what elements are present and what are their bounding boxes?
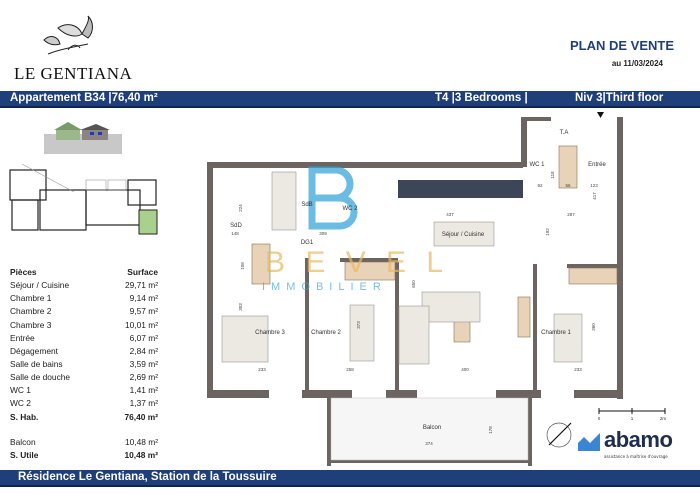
kitchen-counter bbox=[398, 180, 523, 198]
building-elevation-thumbnail bbox=[44, 122, 122, 154]
brand-name: LE GENTIANA bbox=[14, 64, 133, 83]
watermark-brand: B E V E L bbox=[265, 246, 449, 279]
apartment-info-band: Appartement B34 |76,40 m² T4 |3 Bedrooms… bbox=[0, 91, 700, 108]
svg-text:224: 224 bbox=[238, 204, 243, 212]
room-label-chambre3: Chambre 3 bbox=[255, 330, 285, 336]
scale-1: 1 bbox=[631, 416, 634, 421]
room-label-ta: T.A bbox=[560, 130, 569, 136]
room-label-sdd: SdD bbox=[230, 223, 242, 229]
room-label-balcon: Balcon bbox=[423, 425, 441, 431]
building-floor-key-plan bbox=[9, 163, 158, 235]
room-label-wc1: WC 1 bbox=[530, 162, 546, 168]
north-compass-icon bbox=[546, 422, 572, 448]
svg-text:123: 123 bbox=[590, 183, 598, 188]
scale-2m: 2m bbox=[660, 416, 667, 421]
plan-date: au 11/03/2024 bbox=[611, 59, 663, 68]
svg-text:192: 192 bbox=[545, 228, 550, 236]
gentian-flower-logo bbox=[43, 15, 93, 55]
furniture bbox=[251, 145, 618, 343]
apartment-label: Appartement B34 |76,40 m² bbox=[10, 92, 158, 104]
room-label-entree: Entrée bbox=[588, 162, 606, 168]
apartment-level: Niv 3|Third floor bbox=[575, 92, 664, 104]
svg-text:56: 56 bbox=[565, 183, 571, 188]
plan-title: PLAN DE VENTE bbox=[569, 38, 674, 53]
svg-text:178: 178 bbox=[488, 426, 493, 434]
abamo-mark-icon bbox=[578, 433, 600, 451]
svg-text:258: 258 bbox=[346, 367, 354, 372]
walls bbox=[207, 117, 623, 466]
room-label-chambre1: Chambre 1 bbox=[541, 330, 571, 336]
col-surface: Surface bbox=[127, 267, 158, 277]
svg-text:287: 287 bbox=[567, 212, 575, 217]
svg-text:400: 400 bbox=[461, 367, 469, 372]
col-rooms: Pièces bbox=[10, 267, 37, 277]
room-label-chambre2: Chambre 2 bbox=[311, 330, 341, 336]
footer-address: Résidence Le Gentiana, Station de la Tou… bbox=[18, 471, 277, 483]
svg-text:303: 303 bbox=[238, 303, 243, 311]
surface-table-header: Pièces Surface bbox=[10, 266, 158, 279]
svg-text:360: 360 bbox=[591, 323, 596, 331]
svg-text:373: 373 bbox=[356, 321, 361, 329]
svg-text:233: 233 bbox=[258, 367, 266, 372]
abamo-name: abamo bbox=[604, 427, 673, 452]
svg-text:92: 92 bbox=[537, 183, 543, 188]
footer-band: Résidence Le Gentiana, Station de la Tou… bbox=[0, 470, 700, 487]
apartment-type: T4 |3 Bedrooms | bbox=[435, 92, 528, 104]
svg-text:309: 309 bbox=[319, 231, 327, 236]
entrance-arrow-icon bbox=[597, 112, 604, 118]
svg-text:108: 108 bbox=[240, 262, 245, 270]
room-label-sejour: Séjour / Cuisine bbox=[442, 232, 485, 238]
svg-text:233: 233 bbox=[574, 367, 582, 372]
svg-text:437: 437 bbox=[446, 212, 454, 217]
svg-text:148: 148 bbox=[231, 231, 239, 236]
scale-0: 0 bbox=[598, 416, 601, 421]
svg-text:118: 118 bbox=[550, 171, 555, 179]
room-label-wc2: WC 2 bbox=[343, 206, 359, 212]
abamo-tagline: assistance à maîtrise d'ouvrage bbox=[604, 454, 668, 459]
room-label-sdb: SdB bbox=[301, 202, 312, 208]
svg-text:374: 374 bbox=[425, 441, 433, 446]
beds-sofas bbox=[221, 171, 583, 365]
total-hab-row: S. Hab.76,40 m² bbox=[10, 411, 158, 422]
bevel-watermark-logo: B E V E L IMMOBILIER bbox=[262, 166, 449, 293]
watermark-sub: IMMOBILIER bbox=[262, 281, 387, 293]
room-label-dg1: DG1 bbox=[301, 240, 314, 246]
balcony-floor bbox=[330, 397, 529, 461]
scale-bar bbox=[598, 408, 666, 414]
dimension-labels: 437 287 148 309 92 56 123 233 258 400 23… bbox=[231, 171, 598, 446]
svg-text:417: 417 bbox=[592, 192, 597, 200]
svg-text:650: 650 bbox=[411, 280, 416, 288]
